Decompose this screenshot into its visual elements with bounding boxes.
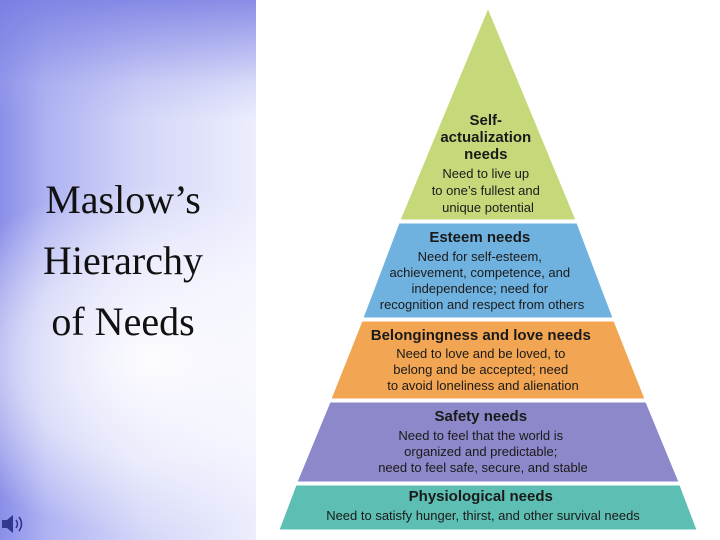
level-heading: Belongingness and love needs [371,327,591,344]
level-heading: actualization [440,129,531,146]
slide-title-line: Maslow’s [45,177,201,222]
level-description: Need for self-esteem, [418,249,542,264]
level-description: independence; need for [411,281,548,296]
level-description: to one’s fullest and [432,183,540,198]
level-description: recognition and respect from others [380,297,585,312]
speaker-icon[interactable] [0,512,28,536]
level-description: need to feel safe, secure, and stable [378,460,588,475]
slide-title: Maslow’s Hierarchy of Needs [18,170,228,352]
level-belongingness [330,320,646,400]
title-panel: Maslow’s Hierarchy of Needs [0,0,256,540]
level-safety [296,401,680,483]
level-heading: needs [464,146,507,163]
level-esteem [362,222,614,319]
level-text-safety: Safety needs Need to feel that the world… [378,408,588,475]
level-heading: Esteem needs [429,229,530,246]
level-heading: Self- [470,112,503,129]
level-self-actualization [399,6,577,221]
level-description: to avoid loneliness and alienation [387,378,579,393]
level-description: unique potential [442,200,534,215]
level-text-esteem: Esteem needs Need for self-esteem, achie… [380,229,585,312]
level-text-belongingness: Belongingness and love needs Need to lov… [371,327,596,393]
level-physiological [278,484,698,531]
slide-title-line: of Needs [51,298,195,344]
level-text-physiological: Physiological needs Need to satisfy hung… [326,488,640,523]
level-description: Need to satisfy hunger, thirst, and othe… [326,508,640,523]
level-text-self-actualization: Self- actualization needs Need to live u… [432,112,545,215]
level-heading: Physiological needs [409,488,553,505]
level-description: Need to live up [442,166,529,181]
level-description: organized and predictable; [404,444,557,459]
slide-title-line: Hierarchy [43,237,203,283]
maslow-pyramid: Self- actualization needs Need to live u… [278,6,698,531]
level-heading: Safety needs [435,408,528,425]
level-description: Need to feel that the world is [398,428,563,443]
level-description: Need to love and be loved, to [396,346,565,361]
level-description: belong and be accepted; need [393,362,568,377]
level-description: achievement, competence, and [389,265,570,280]
pyramid-levels [278,6,698,531]
